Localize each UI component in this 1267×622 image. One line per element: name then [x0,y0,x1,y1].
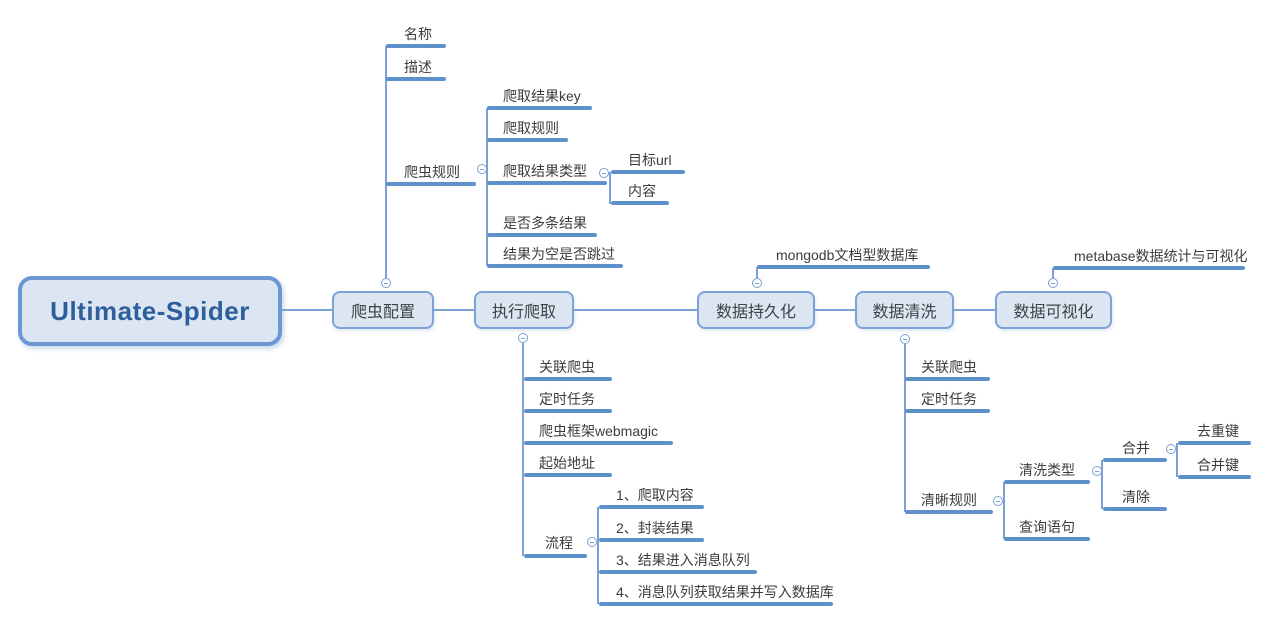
branch-trunk-line [522,343,524,556]
topic-label: 数据持久化 [715,304,796,321]
branch-trunk-line [1101,460,1103,509]
topic-underline [757,265,930,269]
label-start-url[interactable]: 起始地址 [539,455,595,471]
label-cron-clean[interactable]: 定时任务 [921,391,977,407]
label-step-4[interactable]: 4、消息队列获取结果并写入数据库 [616,584,834,600]
branch-trunk-line [756,267,758,278]
label-spider-rules[interactable]: 爬虫规则 [404,164,460,180]
label-framework[interactable]: 爬虫框架webmagic [539,423,659,439]
label-merge[interactable]: 合并 [1122,440,1150,456]
label-linked-spider-run[interactable]: 关联爬虫 [539,359,595,375]
connector-line [954,309,995,311]
label-query[interactable]: 查询语句 [1019,519,1075,535]
topic-underline [1178,441,1251,445]
topic-underline [1053,266,1245,270]
branch-trunk-line [1052,268,1054,278]
topic-node-cleaning[interactable]: 数据清洗 [855,291,954,329]
label-description[interactable]: 描述 [404,59,432,75]
branch-trunk-line [1003,482,1005,539]
topic-label: 执行爬取 [491,304,556,321]
topic-underline [386,182,476,186]
topic-underline [487,233,597,237]
collapse-toggle-icon[interactable] [1048,278,1058,288]
topic-underline [905,510,993,514]
collapse-toggle-icon[interactable] [599,168,609,178]
label-clean-type[interactable]: 清洗类型 [1019,462,1075,478]
connector-line [574,309,697,311]
collapse-toggle-icon[interactable] [993,496,1003,506]
branch-trunk-line [486,108,488,266]
label-crawl-rule[interactable]: 爬取规则 [503,120,559,136]
label-step-3[interactable]: 3、结果进入消息队列 [616,552,750,568]
label-step-2[interactable]: 2、封装结果 [616,520,694,536]
label-metabase[interactable]: metabase数据统计与可视化 [1074,248,1248,264]
topic-label: 数据可视化 [1013,304,1094,321]
topic-label: 数据清洗 [872,304,937,321]
branch-trunk-line [904,344,906,512]
topic-underline [905,377,990,381]
label-remove[interactable]: 清除 [1122,489,1150,505]
topic-underline [524,441,673,445]
topic-underline [487,138,568,142]
topic-underline [905,409,990,413]
topic-label: 爬虫配置 [350,304,415,321]
topic-underline [524,409,612,413]
label-flow[interactable]: 流程 [545,535,573,551]
label-result-key[interactable]: 爬取结果key [503,88,581,104]
collapse-toggle-icon[interactable] [587,537,597,547]
label-skip-empty[interactable]: 结果为空是否跳过 [503,246,615,262]
topic-underline [524,554,587,558]
label-dedup-key[interactable]: 去重键 [1197,423,1239,439]
connector-line [815,309,855,311]
label-clean-rules[interactable]: 清晰规则 [921,492,977,508]
topic-underline [1004,537,1090,541]
label-name[interactable]: 名称 [404,26,432,42]
topic-underline [386,77,446,81]
topic-node-visualization[interactable]: 数据可视化 [995,291,1112,329]
topic-underline [524,473,612,477]
topic-node-persistence[interactable]: 数据持久化 [697,291,815,329]
topic-underline [487,106,592,110]
topic-underline [487,264,623,268]
topic-node-run-crawl[interactable]: 执行爬取 [474,291,574,329]
topic-underline [611,170,685,174]
collapse-toggle-icon[interactable] [518,333,528,343]
topic-underline [599,570,757,574]
root-label: Ultimate-Spider [50,295,250,326]
topic-underline [1004,480,1090,484]
label-linked-spider-clean[interactable]: 关联爬虫 [921,359,977,375]
topic-underline [599,538,704,542]
topic-underline [524,377,612,381]
label-content[interactable]: 内容 [628,183,656,199]
topic-node-spider-config[interactable]: 爬虫配置 [332,291,434,329]
collapse-toggle-icon[interactable] [1166,444,1176,454]
root-node[interactable]: Ultimate-Spider [18,276,282,346]
collapse-toggle-icon[interactable] [752,278,762,288]
topic-underline [487,181,607,185]
label-result-type[interactable]: 爬取结果类型 [503,163,587,179]
label-cron-run[interactable]: 定时任务 [539,391,595,407]
topic-underline [599,505,704,509]
branch-trunk-line [597,507,599,604]
topic-underline [1103,507,1167,511]
topic-underline [599,602,833,606]
label-mongodb[interactable]: mongodb文档型数据库 [776,247,919,263]
branch-trunk-line [1176,443,1178,477]
topic-underline [1178,475,1251,479]
label-step-1[interactable]: 1、爬取内容 [616,487,694,503]
topic-underline [386,44,446,48]
label-merge-key[interactable]: 合并键 [1197,457,1239,473]
label-multi-result[interactable]: 是否多条结果 [503,215,587,231]
topic-underline [611,201,669,205]
branch-trunk-line [609,172,611,204]
topic-underline [1103,458,1167,462]
collapse-toggle-icon[interactable] [900,334,910,344]
label-target-url[interactable]: 目标url [628,152,672,168]
connector-line [434,309,474,311]
branch-trunk-line [385,46,387,278]
connector-line [282,309,332,311]
collapse-toggle-icon[interactable] [381,278,391,288]
